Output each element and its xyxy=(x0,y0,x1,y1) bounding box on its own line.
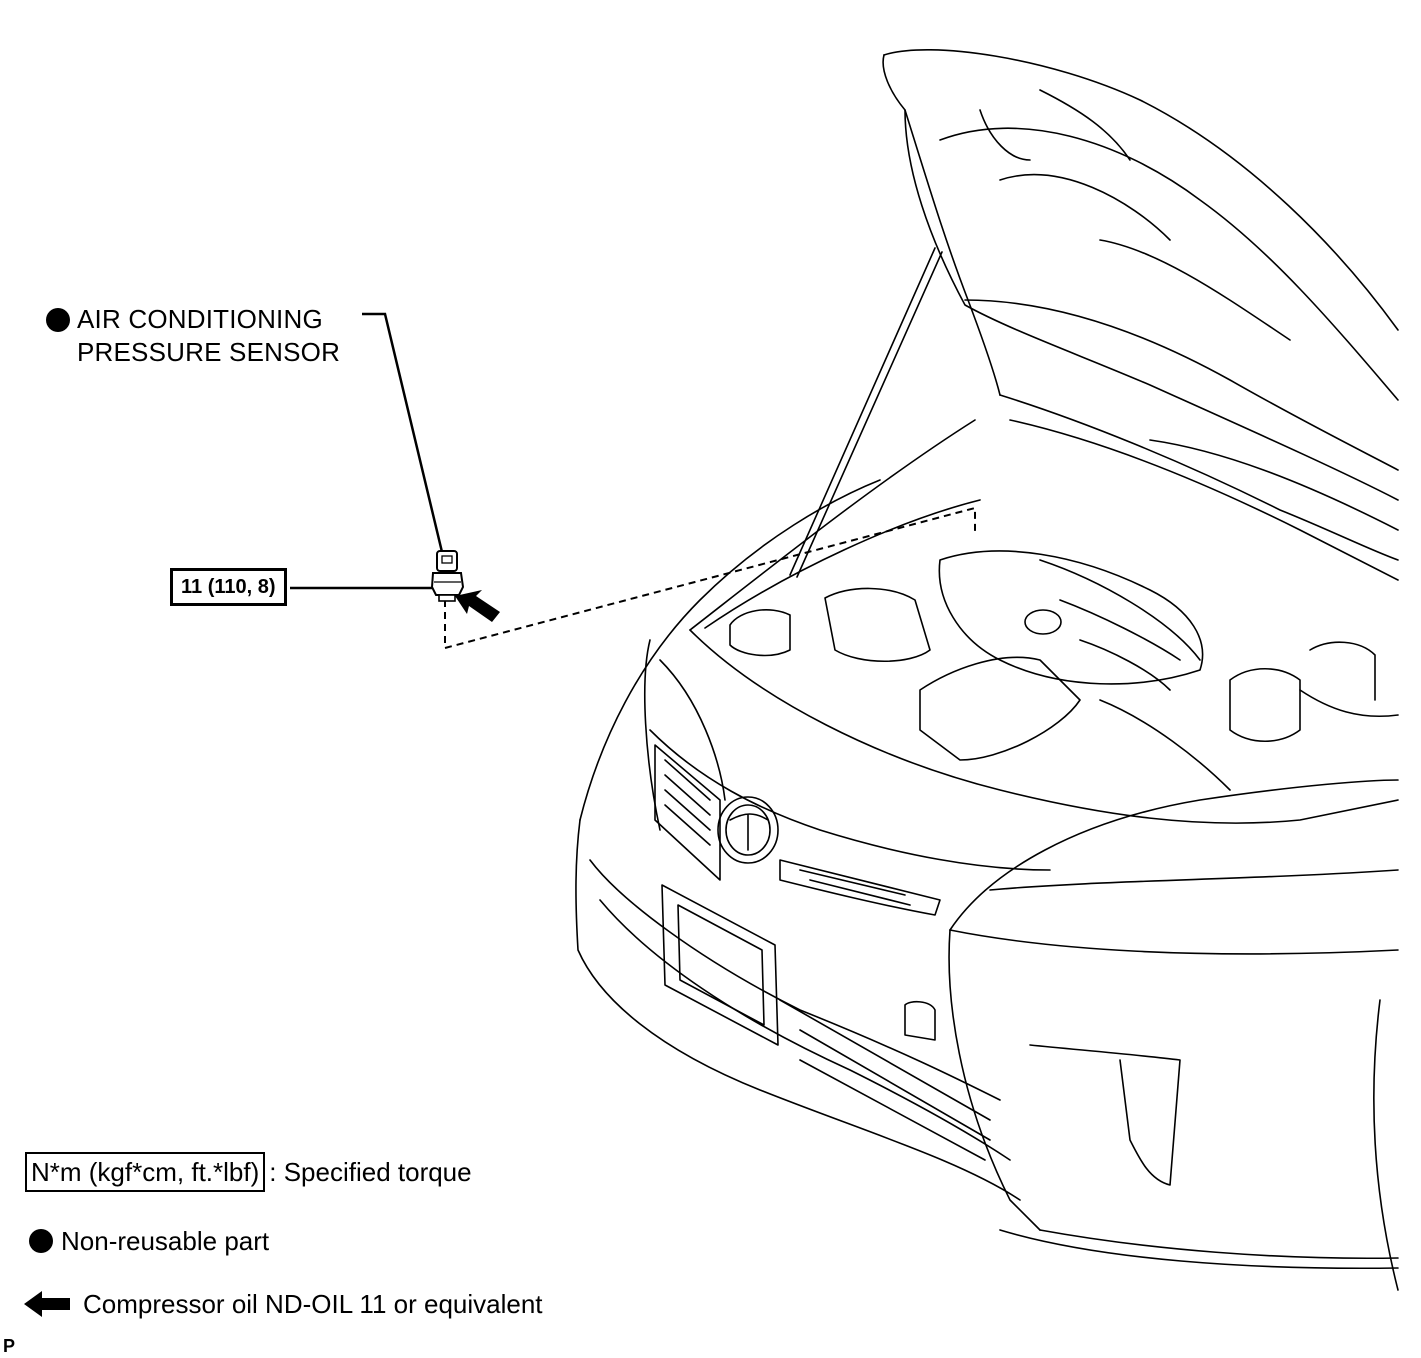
vehicle-front-drawing xyxy=(575,48,1399,1291)
filled-circle-icon xyxy=(29,1229,53,1253)
footer-code: P xyxy=(3,1336,16,1356)
black-arrow-icon xyxy=(24,1291,70,1317)
legend-oil-text: Compressor oil ND-OIL 11 or equivalent xyxy=(83,1289,543,1319)
pressure-sensor-icon xyxy=(430,550,465,602)
location-dashed-line xyxy=(444,506,976,650)
legend-oil: Compressor oil ND-OIL 11 or equivalent xyxy=(24,1288,543,1320)
oil-application-arrow-icon xyxy=(455,590,500,622)
part-name-line2: PRESSURE SENSOR xyxy=(77,337,341,367)
legend-torque-box: N*m (kgf*cm, ft.*lbf) xyxy=(25,1152,266,1192)
non-reusable-bullet-icon xyxy=(46,307,70,332)
legend-non-reusable: Non-reusable part xyxy=(29,1225,269,1257)
legend-torque: N*m (kgf*cm, ft.*lbf) : Specified torque xyxy=(25,1152,472,1192)
legend-torque-desc: : Specified torque xyxy=(269,1157,472,1187)
part-label: AIR CONDITIONING PRESSURE SENSOR xyxy=(46,303,340,369)
part-name-line1: AIR CONDITIONING xyxy=(77,304,323,334)
legend-non-reusable-text: Non-reusable part xyxy=(61,1226,270,1256)
torque-spec-box: 11 (110, 8) xyxy=(170,568,287,606)
sensor-leader-line xyxy=(362,312,444,553)
